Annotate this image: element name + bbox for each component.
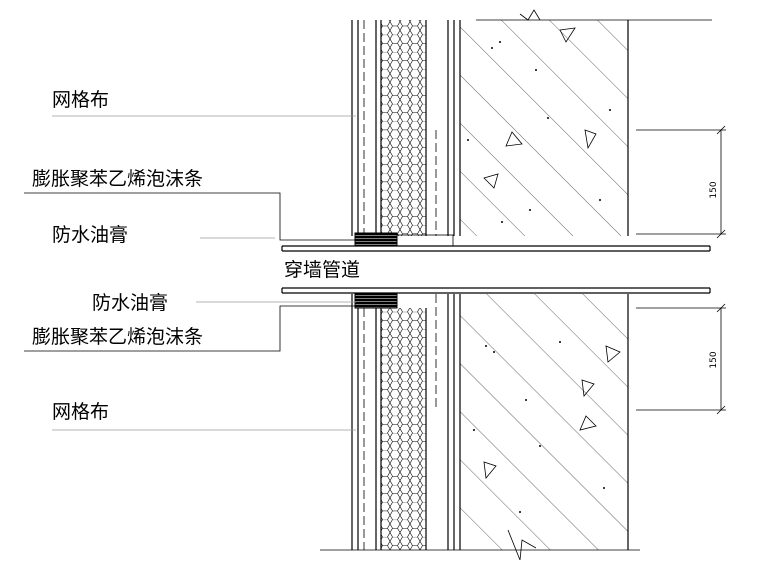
insulation-layer-bottom bbox=[381, 308, 426, 550]
dimension-bottom-value: 150 bbox=[709, 351, 719, 368]
leader-foam-bottom bbox=[24, 305, 356, 352]
dimension-top-value: 150 bbox=[709, 181, 719, 198]
label-pipe: 穿墙管道 bbox=[284, 259, 360, 281]
break-mark-bottom bbox=[507, 529, 537, 561]
label-foam-bottom: 膨胀聚苯乙烯泡沫条 bbox=[32, 326, 203, 348]
wall-section-bottom bbox=[351, 293, 629, 550]
dimension-bottom: 150 bbox=[636, 303, 726, 415]
label-sealant-bottom: 防水油膏 bbox=[92, 291, 168, 314]
sealant-block-bottom bbox=[354, 293, 398, 309]
label-foam-top: 膨胀聚苯乙烯泡沫条 bbox=[32, 168, 203, 190]
break-mark-top bbox=[519, 9, 541, 21]
sealant-block-top bbox=[354, 232, 398, 247]
label-mesh-top: 网格布 bbox=[52, 89, 109, 111]
label-sealant-top: 防水油膏 bbox=[52, 223, 128, 246]
concrete-wall-bottom bbox=[460, 294, 628, 550]
insulation-layer-top bbox=[381, 20, 426, 236]
pipe bbox=[281, 245, 711, 294]
dimension-top: 150 bbox=[636, 125, 726, 239]
wall-section-top bbox=[351, 20, 629, 247]
leader-foam-top bbox=[24, 192, 355, 241]
label-mesh-bottom: 网格布 bbox=[52, 401, 109, 423]
concrete-wall-top bbox=[460, 20, 628, 236]
